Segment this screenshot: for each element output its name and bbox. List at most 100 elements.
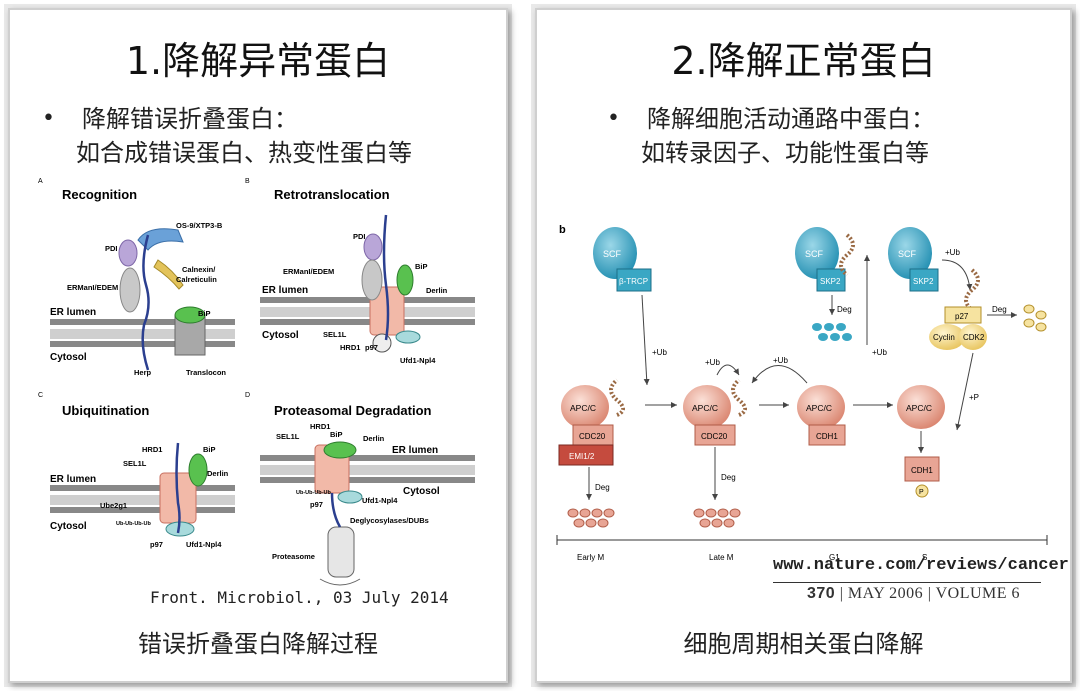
label-p97-b: p97 xyxy=(365,343,378,352)
label-cytosol-c: Cytosol xyxy=(50,521,87,532)
panel-d-heading: Proteasomal Degradation xyxy=(274,403,432,418)
substrate-chain-c xyxy=(175,442,181,534)
deg-label-3: Deg xyxy=(721,473,736,482)
label-er-lumen-c: ER lumen xyxy=(50,474,96,485)
panel-c-heading: Ubiquitination xyxy=(62,403,149,418)
phase-late-m: Late M xyxy=(709,553,734,562)
phospho-shape xyxy=(915,484,929,498)
label-translocon: Translocon xyxy=(186,368,226,377)
left-bullet: • 降解错误折叠蛋白： 如合成错误蛋白、热变性蛋白等 xyxy=(42,102,412,170)
scf-shape-2 xyxy=(795,227,839,279)
label-bip-b: BiP xyxy=(415,262,428,271)
ub-label-2a: +Ub xyxy=(705,358,720,367)
label-bip-c: BiP xyxy=(203,445,216,454)
cdh1-label-1: CDH1 xyxy=(816,432,838,441)
p27-box xyxy=(944,306,982,324)
apcc-shape-2 xyxy=(683,385,731,429)
right-bullet: • 降解细胞活动通路中蛋白： 如转录因子、功能性蛋白等 xyxy=(607,102,935,170)
membrane-lower-d xyxy=(260,477,475,483)
figure-letter: b xyxy=(559,224,566,236)
cdc20-label-1: CDC20 xyxy=(579,432,606,441)
label-pdi-b: PDI xyxy=(353,232,366,241)
panel-letter-b: B xyxy=(245,178,250,185)
substrate-chain-apc1 xyxy=(609,378,625,417)
arrow-btrcp-down xyxy=(641,294,650,386)
label-derlin-c: Derlin xyxy=(207,469,229,478)
skp2-box-2 xyxy=(909,268,939,292)
label-ermani-a: ERManI/EDEM xyxy=(67,283,118,292)
label-ufd1-c: Ufd1-Npl4 xyxy=(186,540,222,549)
label-hrd1-b: HRD1 xyxy=(340,343,360,352)
cdh1-label-2: CDH1 xyxy=(911,466,933,475)
phase-g1: G1 xyxy=(829,553,840,562)
panel-c: C Ubiquitination HRD1 BiP SEL1L Derlin E… xyxy=(38,392,235,549)
membrane-upper-d xyxy=(260,455,475,461)
proteasome-cap xyxy=(319,578,361,586)
left-bullet-line2: 如合成错误蛋白、热变性蛋白等 xyxy=(76,139,412,167)
pdi-shape xyxy=(118,239,138,267)
slide-panel-left: 1.降解异常蛋白 • 降解错误折叠蛋白： 如合成错误蛋白、热变性蛋白等 A Re… xyxy=(8,8,508,683)
bip-shape xyxy=(174,306,206,324)
deg-label-2: Deg xyxy=(837,305,852,314)
substrate-chain-skp2 xyxy=(839,233,855,277)
left-title: 1.降解异常蛋白 xyxy=(125,39,391,83)
apcc-shape-4 xyxy=(897,385,945,429)
phospho-label: P xyxy=(919,489,924,496)
substrate-chain-b xyxy=(382,214,390,341)
membrane-lower-c xyxy=(50,507,235,513)
membrane-mid-d xyxy=(260,465,475,475)
bip-shape-c xyxy=(188,453,208,487)
arrow-s-ub xyxy=(941,259,973,291)
membrane-upper-b xyxy=(260,297,475,303)
label-calreticulin: Calreticulin xyxy=(176,275,217,284)
nature-issue-line: 370 | MAY 2006 | VOLUME 6 xyxy=(807,585,1021,602)
ufd1-shape-b xyxy=(395,330,421,344)
ermani-shape-b xyxy=(361,259,383,301)
label-p97-d: p97 xyxy=(310,500,323,509)
cdk2-shape xyxy=(959,324,987,350)
ub-label-1: +Ub xyxy=(652,348,667,357)
label-pdi-a: PDI xyxy=(105,244,118,253)
label-dubs: Deglycosylases/DUBs xyxy=(350,516,429,525)
right-bullet-line2: 如转录因子、功能性蛋白等 xyxy=(641,139,929,167)
proteasome-shape xyxy=(327,526,355,578)
apcc-label-1: APC/C xyxy=(570,403,596,413)
bip-shape-b xyxy=(396,264,414,296)
label-proteasome: Proteasome xyxy=(272,552,315,561)
substrate-chain xyxy=(141,234,150,371)
label-derlin-d: Derlin xyxy=(363,434,385,443)
arrow-late-ub xyxy=(716,364,740,376)
label-cytosol-d: Cytosol xyxy=(403,486,440,497)
bip-shape-d xyxy=(323,441,357,459)
label-p97-c: p97 xyxy=(150,540,163,549)
p-label-plus: +P xyxy=(969,393,979,402)
scf-label-2: SCF xyxy=(805,249,824,259)
nature-volume: VOLUME 6 xyxy=(935,585,1021,602)
ub-label-3: +Ub xyxy=(872,348,887,357)
erad-figure: A Recognition OS-9/XTP3-B PDI Calnexin/ … xyxy=(38,178,475,586)
panel-letter-c: C xyxy=(38,392,43,399)
apcc-label-3: APC/C xyxy=(806,403,832,413)
phase-early-m: Early M xyxy=(577,553,604,562)
panel-letter-d: D xyxy=(245,392,250,399)
panel-a-heading: Recognition xyxy=(62,187,137,202)
label-bip-d: BiP xyxy=(330,430,343,439)
left-bullet-line1: 降解错误折叠蛋白： xyxy=(82,105,298,133)
p27-label: p27 xyxy=(955,312,969,321)
label-sel1l-d: SEL1L xyxy=(276,432,300,441)
btrcp-box xyxy=(616,268,652,292)
nature-divider xyxy=(773,582,1041,583)
membrane-upper xyxy=(50,319,235,325)
degraded-fragments-salmon-2 xyxy=(693,508,741,528)
label-ub-chain-d: Ub-Ub-Ub-Ub xyxy=(296,490,331,496)
label-er-lumen-a: ER lumen xyxy=(50,307,96,318)
label-bip-a: BiP xyxy=(198,309,211,318)
ufd1-shape-d xyxy=(337,490,363,504)
label-cytosol-b: Cytosol xyxy=(262,330,299,341)
label-ufd1-b: Ufd1-Npl4 xyxy=(400,356,436,365)
panel-b-heading: Retrotranslocation xyxy=(274,187,390,202)
cdk2-label: CDK2 xyxy=(963,333,985,342)
scf-shape-1 xyxy=(593,227,637,279)
label-hrd1-d: HRD1 xyxy=(310,422,330,431)
label-sel1l-b: SEL1L xyxy=(323,330,347,339)
